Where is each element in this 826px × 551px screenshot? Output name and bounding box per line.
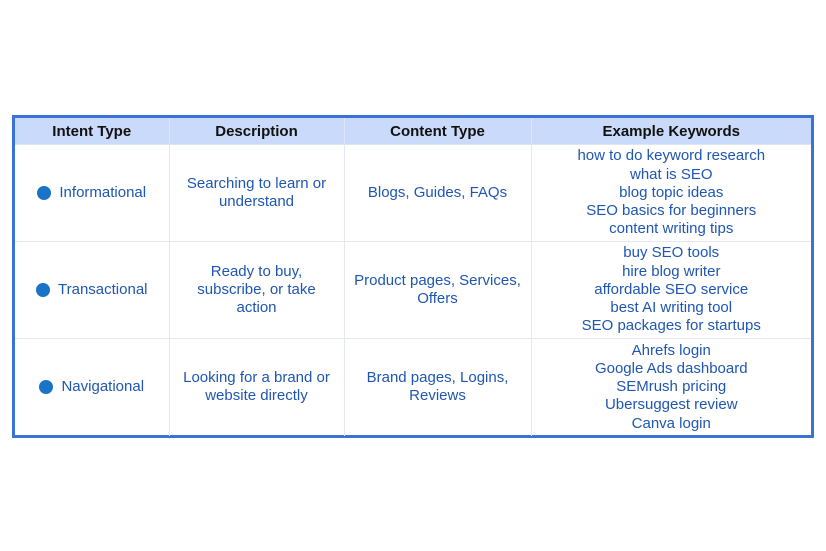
keyword: Ahrefs login [631,341,711,359]
keyword: content writing tips [609,220,734,238]
keyword: Google Ads dashboard [594,359,748,377]
keywords-cell: Ahrefs login Google Ads dashboard SEMrus… [531,339,811,436]
keyword: Canva login [631,414,711,432]
keyword: how to do keyword research [577,147,766,165]
intent-label: Transactional [58,281,148,298]
description-cell: Ready to buy, subscribe, or take action [169,241,345,339]
header-example-keywords: Example Keywords [531,118,811,145]
keywords-cell: buy SEO tools hire blog writer affordabl… [531,241,811,339]
search-intent-table-container: Intent Type Description Content Type Exa… [12,115,814,438]
header-intent-type: Intent Type [15,118,170,145]
keyword: blog topic ideas [619,183,724,201]
table-row: Informational Searching to learn or unde… [15,144,811,242]
intent-cell: Informational [15,144,170,242]
content-type-cell: Blogs, Guides, FAQs [344,144,532,242]
header-description: Description [169,118,345,145]
bullet-dot-icon [39,380,54,395]
keyword: Ubersuggest review [604,396,738,414]
keyword: best AI writing tool [610,299,733,317]
intent-label: Informational [59,184,147,201]
bullet-dot-icon [37,186,52,200]
table-row: Navigational Looking for a brand or webs… [15,338,811,436]
description-cell: Looking for a brand or website directly [169,338,345,436]
keyword: hire blog writer [622,262,721,280]
keyword: buy SEO tools [623,244,720,262]
keyword: SEO basics for beginners [586,202,757,220]
content-type-cell: Product pages, Services, Offers [344,241,532,339]
intent-cell: Navigational [15,338,170,436]
content-type-cell: Brand pages, Logins, Reviews [344,338,532,436]
search-intent-table: Intent Type Description Content Type Exa… [15,118,811,436]
keyword: SEMrush pricing [616,378,727,396]
intent-label: Navigational [61,378,145,396]
keyword: what is SEO [629,165,713,183]
table-header-row: Intent Type Description Content Type Exa… [15,118,811,145]
description-cell: Searching to learn or understand [169,144,345,242]
keywords-cell: how to do keyword research what is SEO b… [531,144,811,242]
keyword: SEO packages for startups [581,317,761,335]
intent-cell: Transactional [15,241,170,339]
bullet-dot-icon [36,283,50,297]
table-row: Transactional Ready to buy, subscribe, o… [15,241,811,339]
header-content-type: Content Type [344,118,532,145]
keyword: affordable SEO service [594,280,749,298]
